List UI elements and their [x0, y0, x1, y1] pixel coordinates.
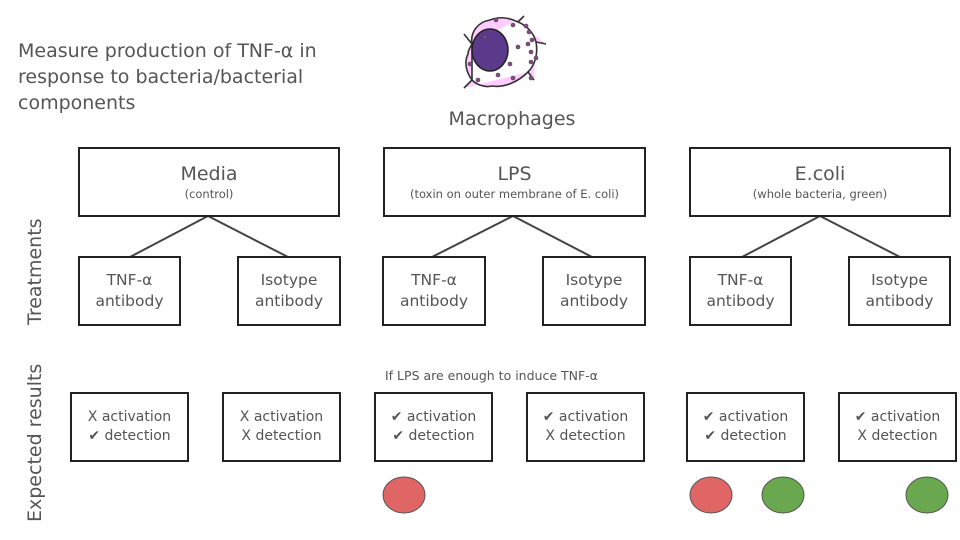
result-activation: ✔ activation [542, 409, 629, 425]
result-detection: ✔ detection [392, 428, 475, 444]
connector-media-tnf [129, 215, 209, 258]
antibody-line: antibody [706, 292, 775, 310]
treatment-description: (control) [184, 187, 234, 201]
antibody-line: Isotype [871, 271, 928, 289]
antibody-box-lps-tnf: TNF-α antibody [382, 256, 486, 326]
connector-lps-isotype [512, 215, 593, 258]
result-activation: ✔ activation [854, 409, 941, 425]
diagram-title: Measure production of TNF-α in response … [18, 40, 317, 114]
result-activation: ✔ activation [702, 409, 789, 425]
result-box: X activation X detection [222, 392, 341, 462]
result-detection: ✔ detection [88, 428, 171, 444]
antibody-box-media-isotype: Isotype antibody [237, 256, 341, 326]
result-activation: X activation [239, 409, 324, 425]
treatment-name: Media [180, 163, 238, 185]
result-detection: X detection [545, 428, 626, 444]
result-activation: X activation [87, 409, 172, 425]
antibody-line: TNF-α [717, 271, 764, 289]
antibody-line: Isotype [260, 271, 318, 289]
connector-ecoli-tnf [741, 215, 821, 258]
result-detection: ✔ detection [704, 428, 787, 444]
result-activation: ✔ activation [390, 409, 477, 425]
red-dot [689, 476, 733, 514]
result-box: ✔ activation ✔ detection [686, 392, 805, 462]
result-box: ✔ activation ✔ detection [374, 392, 493, 462]
treatment-name: LPS [497, 163, 532, 185]
result-box: X activation ✔ detection [70, 392, 189, 462]
lps-condition-note: If LPS are enough to induce TNF-α [385, 368, 598, 383]
connector-media-isotype [207, 215, 289, 258]
antibody-line: antibody [865, 292, 934, 310]
result-detection: X detection [857, 428, 938, 444]
treatment-ecoli: E.coli (whole bacteria, green) [689, 147, 951, 217]
treatment-lps: LPS (toxin on outer membrane of E. coli) [383, 147, 646, 217]
green-dot [905, 476, 949, 514]
antibody-box-media-tnf: TNF-α antibody [78, 256, 181, 326]
macrophage-icon [463, 15, 547, 89]
antibody-line: antibody [95, 292, 164, 310]
treatment-media: Media (control) [78, 147, 340, 217]
macrophages-label: Macrophages [448, 108, 576, 130]
treatment-description: (whole bacteria, green) [752, 187, 888, 201]
antibody-box-ecoli-tnf: TNF-α antibody [689, 256, 792, 326]
antibody-line: antibody [254, 292, 324, 310]
antibody-line: Isotype [565, 271, 623, 289]
treatment-name: E.coli [794, 163, 846, 185]
treatment-description: (toxin on outer membrane of E. coli) [409, 187, 620, 201]
connector-ecoli-isotype [819, 215, 901, 258]
antibody-line: TNF-α [411, 271, 457, 289]
result-box: ✔ activation X detection [526, 392, 645, 462]
red-dot [382, 476, 426, 514]
result-detection: X detection [241, 428, 322, 444]
result-box: ✔ activation X detection [838, 392, 957, 462]
antibody-box-ecoli-isotype: Isotype antibody [848, 256, 951, 326]
antibody-box-lps-isotype: Isotype antibody [542, 256, 646, 326]
antibody-line: antibody [399, 292, 469, 310]
antibody-line: TNF-α [106, 271, 153, 289]
connector-lps-tnf [431, 215, 514, 258]
green-dot [761, 476, 805, 514]
antibody-line: antibody [559, 292, 629, 310]
